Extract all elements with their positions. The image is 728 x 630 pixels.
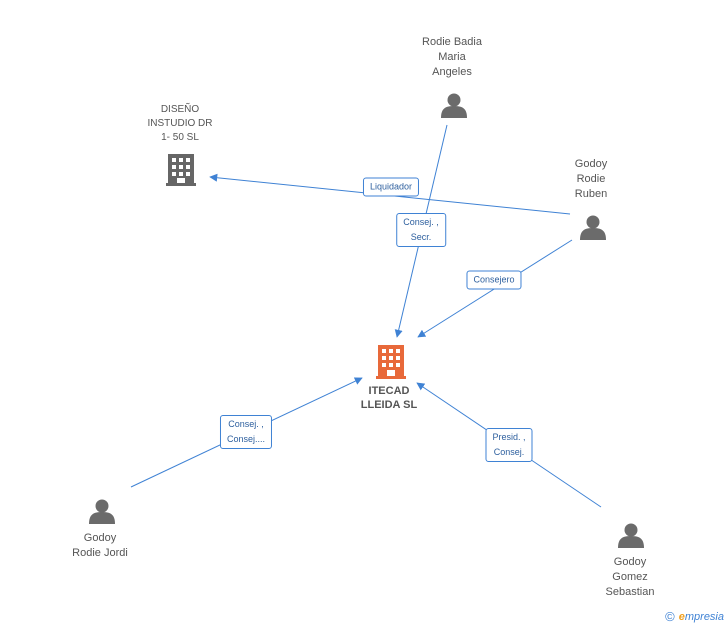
edge-label-consej-consej: Consej. , Consej....: [219, 415, 273, 449]
person-icon[interactable]: [618, 523, 644, 549]
node-label-rodie-badia[interactable]: Rodie Badia Maria Angeles: [422, 36, 482, 78]
brand-logo: © empresia: [665, 609, 724, 624]
person-icon[interactable]: [89, 499, 115, 525]
node-label-itecad-lleida[interactable]: ITECAD LLEIDA SL: [360, 385, 418, 411]
node-label-godoy-gomez-sebastian[interactable]: Godoy Gomez Sebastian: [605, 556, 655, 598]
node-label-godoy-rodie-ruben[interactable]: Godoy Rodie Ruben: [574, 158, 608, 200]
edge-label-liquidador: Liquidador: [362, 177, 420, 197]
edge-label-consejero: Consejero: [466, 270, 522, 290]
brand-initial: e: [678, 610, 685, 623]
building-icon[interactable]: [166, 154, 196, 186]
copyright-icon: ©: [665, 609, 675, 624]
person-icon[interactable]: [441, 93, 467, 119]
person-icon[interactable]: [580, 215, 606, 241]
company-building-icon[interactable]: [376, 345, 406, 379]
brand-name: mpresia: [684, 610, 724, 623]
node-label-diseno-instudio[interactable]: DISEÑO INSTUDIO DR 1- 50 SL: [147, 104, 213, 143]
edge-label-presid-consej: Presid. , Consej.: [485, 428, 533, 462]
edge-label-consej-secr: Consej. , Secr.: [396, 213, 446, 247]
node-label-godoy-rodie-jordi[interactable]: Godoy Rodie Jordi: [72, 532, 128, 559]
